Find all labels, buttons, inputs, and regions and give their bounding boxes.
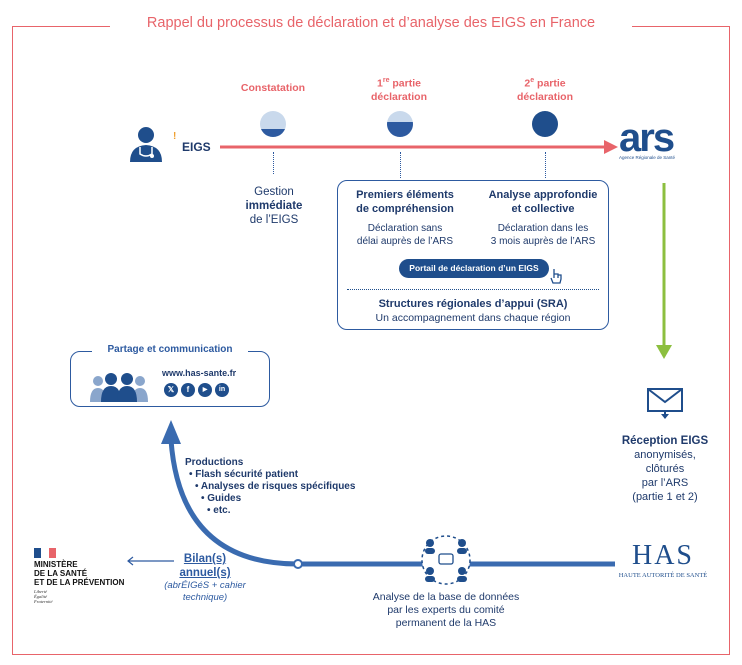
french-flag-icon [34,548,56,558]
has-logo: HAS HAUTE AUTORITÉ DE SANTÉ [618,540,708,579]
share-title: Partage et communication [92,344,248,355]
timeline-arrow [220,140,618,154]
x-icon[interactable]: 𝕏 [164,383,178,397]
youtube-icon[interactable]: ▶ [198,383,212,397]
step-circle-full [532,111,558,137]
green-arrow [656,183,672,359]
sra-text: Un accompagnement dans chaque région [375,312,571,324]
sra-title: Structures régionales d’appui (SRA) [378,298,568,310]
bilan-text: Bilan(s) annuel(s) (abrÉIGéS + cahier te… [164,553,246,603]
people-icon [90,373,148,402]
portal-button[interactable]: Portail de déclaration d’un EIGS [399,259,549,278]
eigs-label: EIGS [182,140,211,154]
envelope-icon [647,388,683,419]
step-circle-half [387,111,413,137]
connector-gestion [273,152,274,174]
experts-icon [421,535,471,585]
box-divider [347,289,599,290]
ars-logo: ars Agence Régionale de Santé [619,116,676,160]
doctor-icon [130,127,162,162]
connector-partie2 [545,152,546,178]
linkedin-icon[interactable]: in [215,383,229,397]
warning-icon: ! [173,131,177,142]
hand-pointer-icon [550,269,562,284]
reception-text: Réception EIGS anonymisés, clôturés par … [621,435,709,503]
declaration-box [337,180,609,330]
bilan-arrow [127,556,174,566]
diagram-title: Rappel du processus de déclaration et d’… [110,15,632,31]
step-constatation: Constatation [240,82,306,94]
website-link[interactable]: www.has-sante.fr [162,368,237,378]
productions-list: Productions • Flash sécurité patient • A… [185,457,356,516]
connector-partie1 [400,152,401,178]
gestion-text: Gestion immédiate de l’EIGS [245,186,303,226]
facebook-icon[interactable]: f [181,383,195,397]
step-circle-empty [260,111,286,137]
